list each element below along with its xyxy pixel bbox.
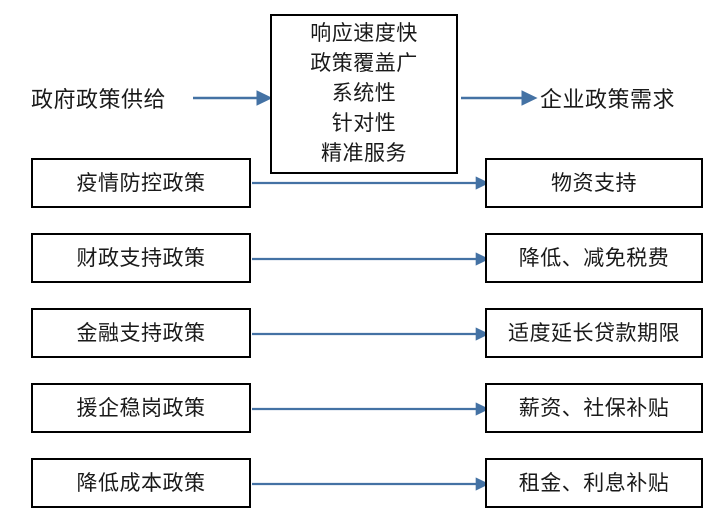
- policy-attributes-box: 响应速度快 政策覆盖广 系统性 针对性 精准服务: [270, 14, 458, 174]
- attribute-line-1: 响应速度快: [310, 21, 418, 46]
- attribute-line-5: 精准服务: [321, 140, 407, 165]
- right-box-row-3: 适度延长贷款期限: [485, 308, 703, 358]
- right-box-row-2: 降低、减免税费: [485, 233, 703, 283]
- government-policy-supply-label: 政府政策供给: [31, 88, 167, 113]
- attribute-line-4: 针对性: [331, 110, 397, 135]
- left-box-row-3: 金融支持政策: [31, 308, 251, 358]
- right-box-row-4: 薪资、社保补贴: [485, 383, 703, 433]
- attribute-line-2: 政策覆盖广: [310, 51, 418, 76]
- right-box-row-5: 租金、利息补贴: [485, 458, 703, 508]
- left-box-row-5: 降低成本政策: [31, 458, 251, 508]
- left-box-row-1: 疫情防控政策: [31, 158, 251, 208]
- enterprise-policy-demand-label: 企业政策需求: [540, 88, 676, 113]
- right-box-row-1: 物资支持: [485, 158, 703, 208]
- attribute-line-3: 系统性: [331, 81, 397, 106]
- left-box-row-4: 援企稳岗政策: [31, 383, 251, 433]
- left-box-row-2: 财政支持政策: [31, 233, 251, 283]
